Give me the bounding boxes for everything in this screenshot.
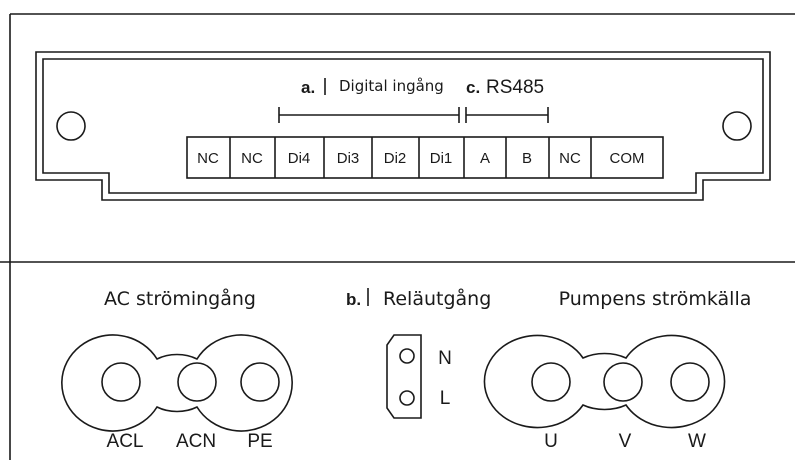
ac-input-title: AC strömingång xyxy=(104,287,256,310)
ac-pin-acl xyxy=(101,362,141,402)
relay-pin-l xyxy=(399,390,415,406)
terminal-nc-1: NC xyxy=(197,150,219,167)
terminal-strip: NC NC Di4 Di3 Di2 Di1 A B NC COM xyxy=(186,136,664,179)
pump-label-w: W xyxy=(688,431,706,452)
relay-label-n: N xyxy=(438,348,452,369)
rs485-letter: c. xyxy=(466,78,480,97)
terminal-com: COM xyxy=(610,150,645,167)
pump-power-connector: U V W xyxy=(483,334,726,452)
terminal-di3: Di3 xyxy=(337,150,360,167)
terminal-nc-3: NC xyxy=(559,150,581,167)
mounting-hole-right xyxy=(722,111,752,141)
relay-label-l: L xyxy=(440,388,451,409)
pump-pin-v xyxy=(603,362,643,402)
relay-pin-n xyxy=(399,348,415,364)
relay-output-letter: b. xyxy=(346,290,361,309)
digital-input-letter: a. xyxy=(301,78,315,97)
ac-input-connector: ACL ACN PE xyxy=(61,334,293,452)
pump-pin-w xyxy=(670,362,710,402)
mounting-hole-left xyxy=(56,111,86,141)
pump-pin-u xyxy=(531,362,571,402)
rs485-group: c. RS485 xyxy=(465,77,549,123)
pump-label-v: V xyxy=(619,431,632,452)
relay-output-title: Reläutgång xyxy=(383,287,491,310)
terminal-di2: Di2 xyxy=(384,150,407,167)
terminal-di1: Di1 xyxy=(430,150,453,167)
outer-frame xyxy=(0,13,795,460)
relay-output-connector: N L xyxy=(386,334,452,419)
ac-label-pe: PE xyxy=(247,431,272,452)
connector-plate xyxy=(35,51,771,201)
pump-power-title: Pumpens strömkälla xyxy=(559,288,752,310)
ac-pin-pe xyxy=(240,362,280,402)
ac-label-acn: ACN xyxy=(176,431,216,452)
terminal-b: B xyxy=(522,150,532,167)
pump-label-u: U xyxy=(544,431,558,452)
digital-input-label: Digital ingång xyxy=(339,77,444,95)
digital-input-group: a. Digital ingång xyxy=(278,77,460,123)
ac-label-acl: ACL xyxy=(107,431,144,452)
terminal-di4: Di4 xyxy=(288,150,311,167)
ac-pin-acn xyxy=(177,362,217,402)
terminal-nc-2: NC xyxy=(241,150,263,167)
rs485-label: RS485 xyxy=(486,77,544,98)
terminal-a: A xyxy=(480,150,490,167)
